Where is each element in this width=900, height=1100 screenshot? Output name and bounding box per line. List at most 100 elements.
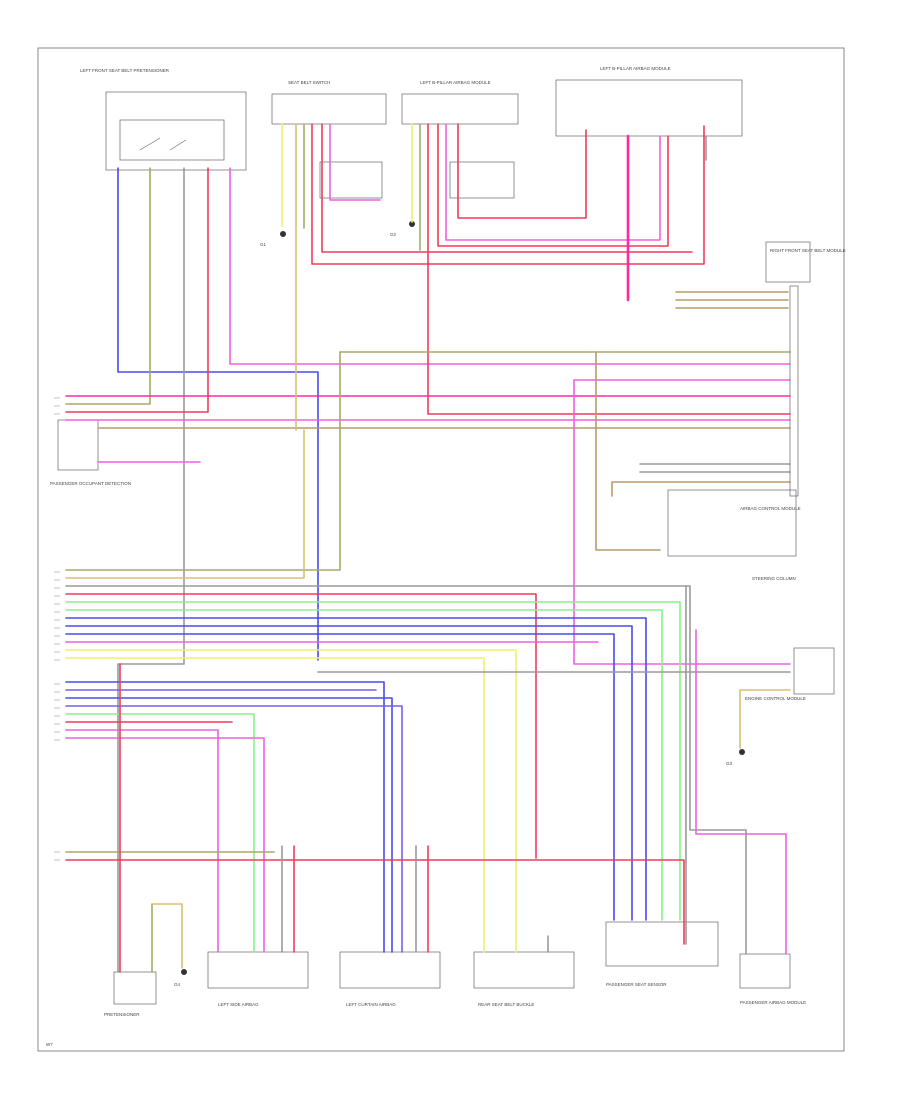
ground-g1: G1	[260, 231, 286, 247]
left-connector-pins	[54, 397, 60, 861]
wire	[695, 629, 787, 955]
component-label: LEFT SIDE AIRBAG	[218, 1002, 259, 1007]
wire	[65, 697, 393, 953]
switch-box	[119, 119, 225, 161]
passenger-seat-sensor: PASSENGER SEAT SENSOR	[605, 921, 719, 987]
component-box	[473, 951, 575, 989]
ground-label: G4	[174, 982, 181, 987]
wire	[65, 633, 615, 921]
passenger-occupant-detection: PASSENGER OCCUPANT DETECTION	[50, 419, 131, 486]
component-label: AIRBAG CONTROL MODULE	[740, 506, 801, 511]
component-box	[207, 951, 309, 989]
driver-seat-belt-switch: SEAT BELT SWITCH	[271, 80, 387, 199]
component-label: PASSENGER SEAT SENSOR	[606, 982, 667, 987]
wire	[229, 167, 791, 365]
ground-icon	[409, 221, 415, 227]
component-label: SEAT BELT SWITCH	[288, 80, 330, 85]
left-b-pillar-module-1: LEFT B-PILLAR AIRBAG MODULE	[401, 80, 519, 199]
wire	[739, 689, 791, 749]
ground-icon	[181, 969, 187, 975]
ground-icon	[739, 749, 745, 755]
airbag-control-module: AIRBAG CONTROL MODULE	[667, 489, 801, 557]
component-label: PASSENGER OCCUPANT DETECTION	[50, 481, 131, 486]
wire	[573, 379, 791, 665]
component-box	[271, 93, 387, 125]
connector-outline	[789, 285, 799, 497]
wire	[445, 123, 661, 241]
component-label: PRETENSIONER	[104, 1012, 140, 1017]
wire	[65, 351, 341, 571]
left-side-airbag: LEFT SIDE AIRBAG	[207, 951, 309, 1007]
wire	[117, 167, 319, 661]
wire	[611, 481, 791, 497]
wire	[65, 601, 681, 921]
component-box	[605, 921, 719, 967]
sub-box	[449, 161, 515, 199]
wire	[65, 625, 633, 921]
wire	[437, 123, 669, 247]
component-box	[793, 647, 835, 695]
component-label: STEERING COLUMN	[752, 576, 796, 581]
wire	[427, 123, 791, 415]
wire	[65, 713, 255, 953]
ground-icon	[280, 231, 286, 237]
wire	[595, 351, 661, 551]
component-box	[667, 489, 797, 557]
sub-box	[319, 161, 383, 199]
wire-layer	[65, 123, 791, 973]
component-box	[765, 241, 811, 283]
component-box	[401, 93, 519, 125]
ground-g3: G3	[726, 749, 745, 766]
ground-label: G1	[260, 242, 267, 247]
component-box	[57, 419, 99, 471]
ground-g2: G2	[390, 221, 415, 237]
component-box	[105, 91, 247, 171]
wire	[65, 681, 385, 953]
wire	[65, 617, 647, 921]
rear-seat-belt-buckle: REAR SEAT BELT BUCKLE	[473, 951, 575, 1007]
wire	[65, 657, 485, 953]
wire	[311, 123, 705, 265]
wire	[65, 609, 663, 921]
component-label: REAR SEAT BELT BUCKLE	[478, 1002, 534, 1007]
component-label: PASSENGER AIRBAG MODULE	[740, 1000, 806, 1005]
wire	[65, 429, 305, 579]
left-front-seat-belt-pretensioner: LEFT FRONT SEAT BELT PRETENSIONER	[80, 68, 247, 171]
ground-label: G2	[390, 232, 397, 237]
lower-left-pretensioner: PRETENSIONER	[104, 971, 157, 1017]
wire	[65, 585, 747, 955]
footer-id: W7	[46, 1042, 53, 1047]
wire	[65, 593, 537, 859]
ground-label: G3	[726, 761, 733, 766]
wire	[65, 737, 265, 953]
switch-symbol	[139, 137, 187, 151]
steering-column: STEERING COLUMN	[752, 576, 796, 581]
wire	[65, 859, 685, 945]
wire	[329, 123, 381, 201]
left-curtain-airbag: LEFT CURTAIN AIRBAG	[339, 951, 441, 1007]
component-label: LEFT B-PILLAR AIRBAG MODULE	[420, 80, 491, 85]
wire	[65, 729, 219, 953]
right-connector-block	[789, 285, 799, 497]
wire	[457, 123, 587, 219]
left-b-pillar-module-2: LEFT B-PILLAR AIRBAG MODULE	[555, 66, 743, 137]
ground-g4: G4	[174, 969, 187, 987]
wire	[321, 123, 693, 253]
right-seat-belt-module: RIGHT FRONT SEAT BELT MODULE	[765, 241, 846, 283]
wire	[65, 705, 403, 953]
component-box	[113, 971, 157, 1005]
component-label: LEFT CURTAIN AIRBAG	[346, 1002, 396, 1007]
component-box	[339, 951, 441, 989]
component-label: ENGINE CONTROL MODULE	[745, 696, 806, 701]
passenger-airbag-module: PASSENGER AIRBAG MODULE	[739, 953, 806, 1005]
wire	[65, 167, 209, 413]
diagram-frame	[37, 47, 845, 1052]
component-label: LEFT B-PILLAR AIRBAG MODULE	[600, 66, 671, 71]
component-label: RIGHT FRONT SEAT BELT MODULE	[770, 248, 846, 253]
wire	[117, 167, 185, 973]
wire	[65, 167, 151, 405]
component-box	[739, 953, 791, 989]
wire	[151, 903, 183, 969]
component-box	[555, 79, 743, 137]
